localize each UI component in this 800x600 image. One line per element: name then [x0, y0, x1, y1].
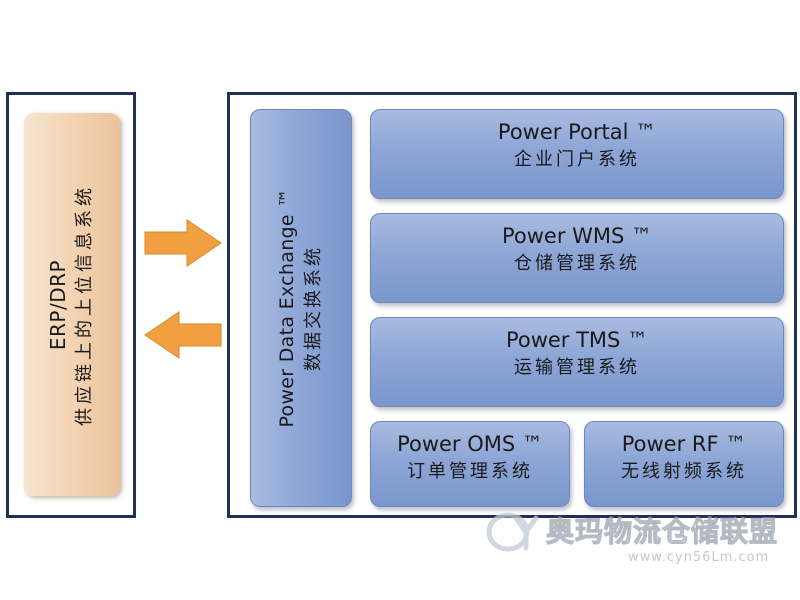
- arrow-right-icon: [144, 219, 222, 267]
- tms-subtitle: 运输管理系统: [514, 357, 640, 378]
- erp-drp-title: ERP/DRP: [46, 259, 70, 350]
- rf-module: Power RF ™ 无线射频系统: [584, 421, 784, 507]
- erp-drp-text: ERP/DRP 供应链上的上位信息系统: [45, 184, 99, 426]
- watermark-title: 奥玛物流仓储联盟: [545, 515, 779, 549]
- portal-title: Power Portal ™: [497, 120, 657, 144]
- erp-frame: ERP/DRP 供应链上的上位信息系统: [6, 92, 136, 518]
- wms-module: Power WMS ™ 仓储管理系统: [370, 213, 784, 303]
- data-exchange-title: Power Data Exchange ™: [276, 188, 298, 428]
- watermark-url: www.cyn56Lm.com: [628, 550, 770, 565]
- arrow-left-icon: [144, 311, 222, 359]
- wms-subtitle: 仓储管理系统: [514, 253, 640, 274]
- data-exchange-subtitle: 数据交换系统: [303, 245, 324, 372]
- oms-module: Power OMS ™ 订单管理系统: [370, 421, 570, 507]
- rf-title: Power RF ™: [621, 432, 747, 456]
- tms-module: Power TMS ™ 运输管理系统: [370, 317, 784, 407]
- tms-title: Power TMS ™: [505, 328, 649, 352]
- watermark-logo-icon: [486, 512, 539, 552]
- portal-module: Power Portal ™ 企业门户系统: [370, 109, 784, 199]
- power-suite-frame: Power Data Exchange ™ 数据交换系统 Power Porta…: [227, 92, 797, 518]
- wms-title: Power WMS ™: [501, 224, 653, 248]
- oms-title: Power OMS ™: [397, 432, 543, 456]
- data-exchange-box: Power Data Exchange ™ 数据交换系统: [250, 109, 352, 507]
- erp-drp-subtitle: 供应链上的上位信息系统: [74, 183, 95, 426]
- data-exchange-text: Power Data Exchange ™ 数据交换系统: [274, 188, 328, 427]
- portal-subtitle: 企业门户系统: [514, 149, 640, 170]
- watermark: 奥玛物流仓储联盟 www.cyn56Lm.com: [478, 500, 794, 588]
- oms-subtitle: 订单管理系统: [407, 461, 533, 482]
- rf-subtitle: 无线射频系统: [621, 461, 747, 482]
- erp-drp-box: ERP/DRP 供应链上的上位信息系统: [24, 113, 120, 496]
